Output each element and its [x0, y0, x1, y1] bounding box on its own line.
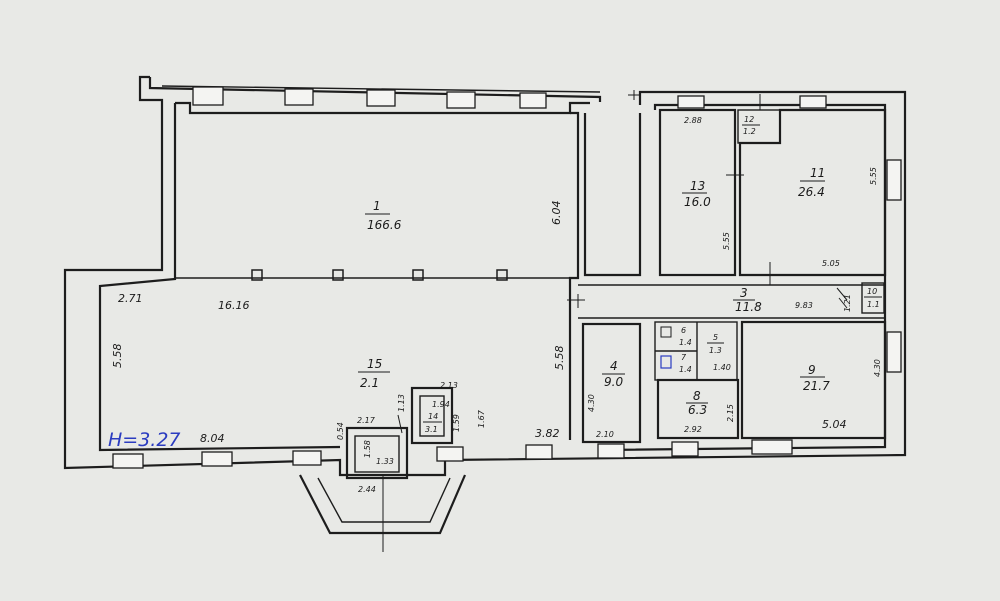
- fixture-icon: [660, 355, 672, 369]
- inner-wall-west-line: [98, 103, 341, 452]
- room-11-number: 11: [810, 166, 825, 180]
- room-3-area: 11.8: [735, 300, 762, 314]
- room-15-number: 15: [367, 357, 382, 371]
- dim-label: 2.10: [596, 430, 614, 439]
- room-10-number: 10: [867, 287, 877, 296]
- room-13-number: 13: [690, 179, 705, 193]
- room-8-number: 8: [693, 389, 701, 403]
- dim-label: 5.55: [722, 232, 731, 250]
- room-11-area: 26.4: [798, 185, 825, 199]
- room-8-area: 6.3: [688, 403, 707, 417]
- room-3-number: 3: [740, 286, 748, 300]
- dim-label: 1.33: [376, 457, 394, 466]
- rooms-5-7-dividers: [655, 322, 698, 380]
- dim-label: 5.58: [553, 346, 566, 371]
- column: [496, 269, 508, 281]
- door-marks: [397, 90, 848, 434]
- room-8-walls: [656, 378, 740, 440]
- hall-east-wall: [568, 111, 580, 440]
- room-9-walls: [740, 320, 887, 440]
- room-14-inner: [419, 395, 445, 437]
- room-14-walls: [410, 386, 454, 445]
- dim-label: 1.59: [452, 414, 461, 432]
- north-inner-line: [175, 101, 590, 115]
- room-13-area: 16.0: [684, 195, 711, 209]
- windows: [112, 86, 902, 469]
- room-14-area: 3.1: [425, 425, 438, 434]
- room-5-area: 1.3: [709, 346, 722, 355]
- dim-label: 5.05: [822, 259, 840, 268]
- room-13-walls: [658, 108, 737, 277]
- room-10-walls: [861, 282, 885, 314]
- room-15-area: 2.1: [360, 376, 379, 390]
- column: [412, 269, 424, 281]
- room-6-area: 1.4: [679, 338, 692, 347]
- room-6-number: 6: [681, 326, 686, 335]
- dim-label: 5.04: [822, 418, 847, 431]
- dim-label: 2.92: [684, 425, 702, 434]
- shaft-walls: [583, 113, 642, 277]
- dim-label: 1.67: [477, 409, 486, 428]
- room-4-number: 4: [610, 359, 618, 373]
- room-10-area: 1.1: [867, 300, 880, 309]
- dim-label: 9.83: [795, 301, 813, 310]
- dim-label: 4.30: [873, 359, 882, 377]
- dim-label: 2.88: [684, 116, 702, 125]
- dim-label: 4.30: [587, 394, 596, 412]
- dim-label: 3.82: [535, 427, 560, 440]
- room-14-number: 14: [428, 412, 438, 421]
- room-7-number: 7: [681, 353, 687, 362]
- ceiling-height-label: H=3.27: [108, 429, 181, 451]
- dim-label: 1.40: [713, 363, 731, 372]
- room-9-area: 21.7: [803, 379, 830, 393]
- vestibule-inner: [354, 435, 400, 473]
- dim-label: 0.54: [336, 422, 345, 440]
- room-7-area: 1.4: [679, 365, 692, 374]
- room-4-walls: [581, 322, 642, 444]
- entrance-porch-inner: [317, 477, 451, 523]
- dim-label: 16.16: [218, 299, 250, 312]
- dim-label: 5.55: [869, 167, 878, 185]
- dim-label: 2.13: [440, 381, 458, 390]
- dim-label: 2.17: [357, 416, 376, 425]
- room-4-area: 9.0: [604, 375, 623, 389]
- room-1-number: 1: [373, 199, 381, 213]
- dim-label: 8.04: [200, 432, 225, 445]
- dim-label: 2.44: [358, 485, 376, 494]
- column: [251, 269, 263, 281]
- vestibule-walls: [345, 426, 409, 480]
- dim-label: 2.71: [118, 292, 143, 305]
- outer-wall-west: [63, 75, 907, 477]
- entrance-porch: [299, 474, 467, 535]
- dim-label: 2.15: [726, 404, 735, 422]
- room-1-area: 166.6: [367, 218, 402, 232]
- corridor-3-walls: [578, 284, 885, 319]
- dim-label: 5.58: [111, 344, 124, 369]
- dim-label: 1.21: [843, 294, 852, 312]
- north-wall-band: [161, 85, 601, 93]
- room-5-number: 5: [713, 333, 718, 342]
- room-9-number: 9: [808, 363, 816, 377]
- dim-label: 1.94: [432, 400, 450, 409]
- fixture-icon: [660, 326, 672, 338]
- dim-label: 1.58: [363, 440, 372, 458]
- room-12-area: 1.2: [743, 127, 756, 136]
- column: [332, 269, 344, 281]
- dim-label: 1.13: [397, 394, 406, 412]
- room-12-walls: [737, 109, 781, 144]
- dim-label: 6.04: [550, 201, 563, 226]
- room-12-number: 12: [744, 115, 754, 124]
